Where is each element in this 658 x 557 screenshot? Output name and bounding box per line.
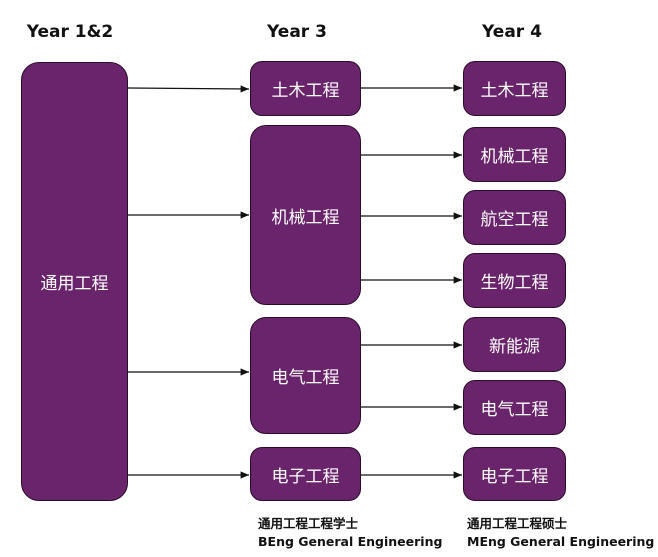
box-y4-civil: 土木工程 xyxy=(463,61,566,116)
box-y3-civil: 土木工程 xyxy=(250,61,361,116)
header-year-4: Year 4 xyxy=(482,22,542,42)
header-year-3: Year 3 xyxy=(267,22,327,42)
caption-meng: 通用工程工程硕士 MEng General Engineering xyxy=(467,515,654,551)
caption-meng-en: MEng General Engineering xyxy=(467,534,655,549)
box-y3-electrical: 电气工程 xyxy=(250,317,361,434)
box-y3-electronic: 电子工程 xyxy=(250,447,361,501)
box-y4-bioengineering: 生物工程 xyxy=(463,253,566,308)
box-y4-mechanical: 机械工程 xyxy=(463,127,566,182)
arrow xyxy=(127,85,250,93)
box-y3-mechanical: 机械工程 xyxy=(250,125,361,305)
box-y4-new-energy: 新能源 xyxy=(463,317,566,372)
header-year-1-2: Year 1&2 xyxy=(26,22,114,42)
box-y4-electronic: 电子工程 xyxy=(463,447,566,501)
caption-beng-cn: 通用工程工程学士 xyxy=(258,516,359,531)
caption-meng-cn: 通用工程工程硕士 xyxy=(467,516,568,531)
box-general-engineering: 通用工程 xyxy=(21,62,128,501)
caption-beng-en: BEng General Engineering xyxy=(258,534,443,549)
box-y4-electrical: 电气工程 xyxy=(463,380,566,435)
box-y4-aeronautical: 航空工程 xyxy=(463,190,566,245)
caption-beng: 通用工程工程学士 BEng General Engineering xyxy=(258,515,442,551)
